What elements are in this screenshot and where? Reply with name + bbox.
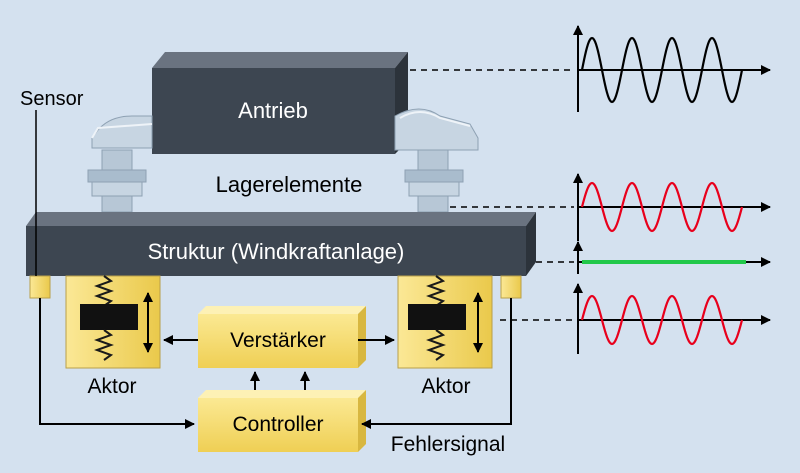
left-bearing-elements	[87, 149, 147, 213]
bearings-label: Lagerelemente	[216, 172, 363, 197]
signal-plots	[573, 25, 771, 354]
amplifier-label: Verstärker	[230, 329, 326, 352]
error-signal-label: Fehlersignal	[391, 433, 505, 456]
structure-disturbance-plot	[573, 173, 771, 241]
right-bearing-elements	[404, 149, 464, 213]
sensor-label: Sensor	[20, 88, 84, 110]
amplifier-box	[198, 306, 366, 368]
right-bearing-bracket	[394, 108, 479, 151]
controller-label: Controller	[232, 413, 323, 436]
sensor-left	[29, 275, 51, 299]
drive-signal-plot	[573, 25, 771, 112]
structure-label: Struktur (Windkraftanlage)	[148, 239, 405, 264]
sensor-right	[500, 275, 522, 299]
actuator-counter-signal-waveform	[580, 294, 744, 346]
structure-block	[26, 212, 536, 276]
drive-label: Antrieb	[238, 98, 308, 123]
left-bearing-bracket	[91, 115, 153, 149]
structure-disturbance-waveform	[580, 181, 744, 233]
actuator-left-label: Aktor	[87, 375, 136, 398]
leader-lines	[410, 69, 574, 321]
actuator-right-label: Aktor	[421, 375, 470, 398]
actuator-left	[65, 275, 161, 369]
drive-block	[152, 52, 408, 154]
drive-signal-waveform	[580, 36, 744, 104]
actuator-counter-signal-plot	[573, 283, 771, 354]
connections	[39, 298, 512, 429]
actuator-right	[397, 275, 493, 369]
resulting-signal-plot	[573, 241, 771, 274]
controller-box	[198, 390, 366, 452]
